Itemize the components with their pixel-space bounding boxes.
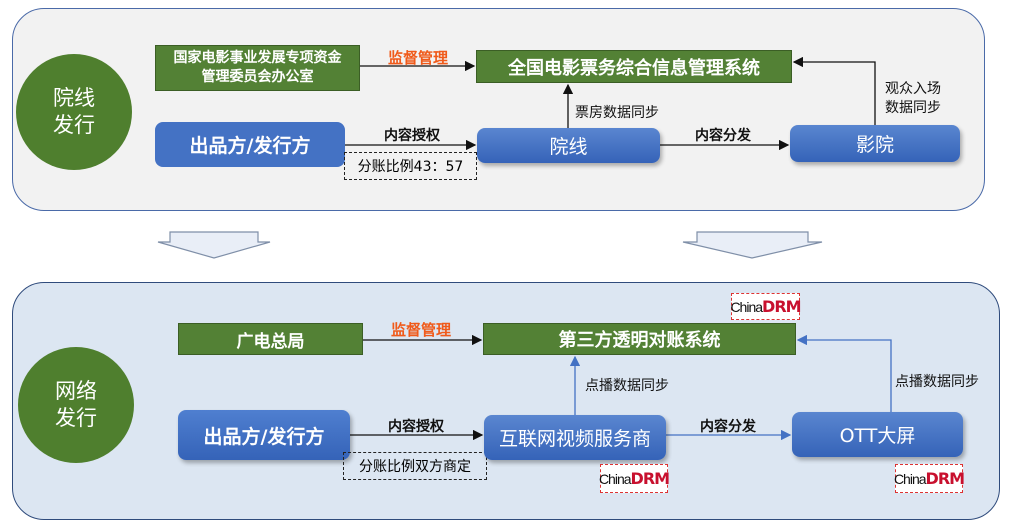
online-distribution-panel (12, 282, 1000, 520)
vod-sync-label: 点播数据同步 (585, 378, 669, 394)
circle-line: 院线 (53, 86, 95, 110)
supervise-label: 监督管理 (391, 321, 452, 339)
circle-line: 发行 (53, 113, 95, 137)
distribute-label: 内容分发 (700, 419, 756, 435)
label-line: 观众入场 (885, 81, 941, 97)
regulator-line: 国家电影事业发展专项资金 (173, 50, 342, 66)
regulator-line: 管理委员会办公室 (201, 69, 314, 85)
reconciliation-system-box: 第三方透明对账系统 (483, 323, 796, 355)
logo-text: DRM (762, 297, 802, 316)
cinema-distribution-circle: 院线发行 (16, 54, 132, 170)
circle-line: 发行 (55, 406, 97, 430)
audience-sync-label: 观众入场数据同步 (885, 80, 941, 118)
cinema-box: 影院 (790, 125, 960, 162)
split-ratio-box: 分账比例双方商定 (343, 452, 487, 480)
down-arrow-left (157, 231, 271, 259)
label-line: 数据同步 (885, 100, 941, 116)
cinema-distribution-panel (12, 8, 985, 211)
online-distribution-circle: 网络发行 (18, 347, 134, 463)
producer-box: 出品方/发行方 (178, 410, 350, 460)
logo-text: DRM (630, 469, 671, 488)
cinema-chain-box: 院线 (477, 128, 660, 163)
vod-sync-label: 点播数据同步 (895, 374, 979, 390)
distribute-label: 内容分发 (695, 128, 751, 144)
license-label: 内容授权 (388, 419, 444, 435)
ticketing-system-box: 全国电影票务综合信息管理系统 (476, 50, 792, 83)
box-office-sync-label: 票房数据同步 (575, 105, 659, 121)
producer-box: 出品方/发行方 (155, 122, 345, 167)
sarft-box: 广电总局 (178, 323, 363, 355)
down-arrow-right (682, 231, 823, 259)
film-fund-office-box: 国家电影事业发展专项资金管理委员会办公室 (155, 45, 360, 91)
ott-box: OTT大屏 (792, 412, 963, 457)
supervise-label: 监督管理 (388, 49, 449, 67)
license-label: 内容授权 (384, 128, 440, 144)
split-ratio-box: 分账比例43：57 (344, 152, 477, 180)
logo-text: China (893, 470, 927, 487)
logo-text: China (598, 470, 632, 487)
logo-text: China (730, 298, 763, 315)
video-platform-box: 互联网视频服务商 (484, 415, 666, 460)
circle-line: 网络 (55, 379, 97, 403)
logo-text: DRM (925, 469, 966, 488)
